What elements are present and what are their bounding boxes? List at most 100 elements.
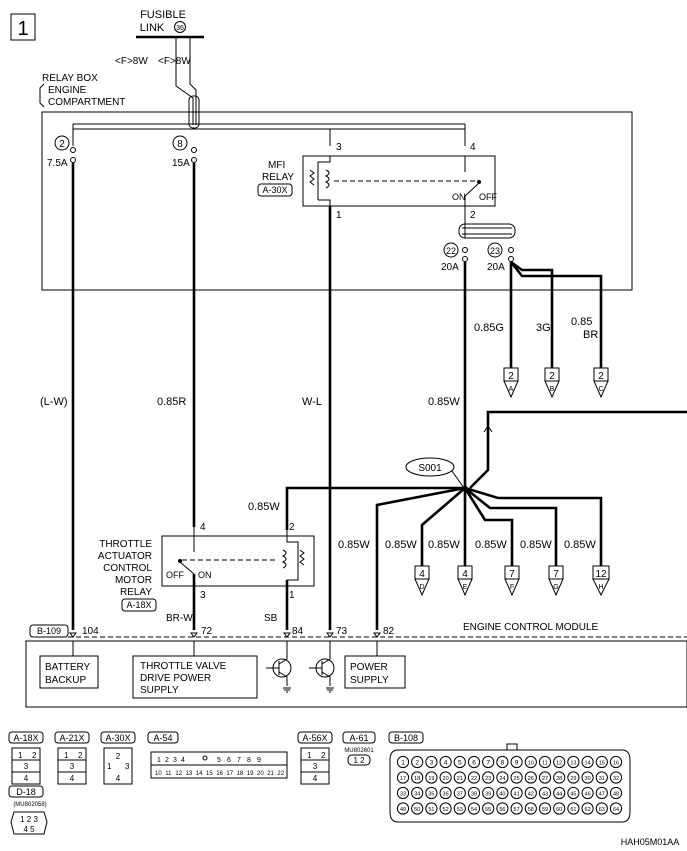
throttle-pin-4: 4 xyxy=(200,522,206,533)
wire-label-f8w-2: <F>8W xyxy=(158,56,191,67)
page-ref-f[interactable]: 7 F xyxy=(504,565,520,597)
connector-b108-pin-ring xyxy=(510,755,523,769)
connector-b108-pin-35: 35 xyxy=(428,791,434,797)
connector-a54-pin-14: 14 xyxy=(196,771,203,777)
page-ref-g-page: 7 xyxy=(553,569,559,580)
mfi-relay-connector-box xyxy=(257,183,293,197)
connector-b108-pin-6: 6 xyxy=(472,759,476,766)
connector-b108-pin-5: 5 xyxy=(458,759,462,766)
wire-085br xyxy=(509,261,603,368)
connector-a21x-pin-1: 1 xyxy=(64,751,69,760)
connector-b108-pin-59: 59 xyxy=(542,807,548,813)
connector-b108-pin-46: 46 xyxy=(585,791,591,797)
fuse-2-number: 2 xyxy=(59,139,65,150)
mfi-relay-connector: A-30X xyxy=(262,185,287,195)
fusible-link-subtitle: LINK xyxy=(140,22,165,34)
ecm-title: ENGINE CONTROL MODULE xyxy=(463,622,599,633)
mfi-pin-2: 2 xyxy=(470,210,476,221)
connector-a54-pin-5: 5 xyxy=(217,757,221,764)
connector-b108-pin-ring xyxy=(581,771,594,784)
connector-a21x-pin-3: 3 xyxy=(70,762,75,771)
page-ref-b[interactable]: 2 B xyxy=(544,367,560,399)
connector-b108-pin-ring xyxy=(581,802,594,815)
connector-b108-pin-52: 52 xyxy=(443,807,449,813)
page-ref-a[interactable]: 2 A xyxy=(503,367,519,399)
page-ref-h-letter: H xyxy=(598,584,603,591)
wire-label-085w-h: 0.85W xyxy=(564,539,596,551)
wire-label-085w-g: 0.85W xyxy=(520,539,552,551)
wire-label-085w-sb: 0.85W xyxy=(248,501,280,513)
page-ref-e[interactable]: 4 E xyxy=(457,565,473,597)
connector-a54-lock xyxy=(202,755,208,761)
page-ref-d[interactable]: 4 D xyxy=(414,565,430,597)
connector-b108-pin-21: 21 xyxy=(457,776,463,782)
connector-b108-pin-31: 31 xyxy=(599,776,605,782)
connector-a30x: A-30X 2 1 3 4 xyxy=(100,731,136,785)
throttle-switch-pivot xyxy=(178,559,182,563)
throttle-relay-label: THROTTLE xyxy=(99,539,152,550)
connector-b108-pin-29: 29 xyxy=(570,776,576,782)
page-number: 1 xyxy=(17,18,28,40)
connector-b108-pin-14: 14 xyxy=(585,760,591,766)
connector-b108-pin-57: 57 xyxy=(514,807,520,813)
connector-b108-pin-37: 37 xyxy=(457,791,463,797)
connector-b108-pin-ring xyxy=(581,755,594,769)
mfi-pin-3: 3 xyxy=(336,142,342,153)
connector-d18-row2: 4 5 xyxy=(23,825,35,834)
connector-a54-pin-4: 4 xyxy=(181,757,185,764)
page-ref-c-page: 2 xyxy=(598,371,604,382)
connector-b108-pin-ring xyxy=(524,802,537,815)
connector-b108-pin-64: 64 xyxy=(613,807,619,813)
page-ref-h[interactable]: 12 H xyxy=(592,565,610,597)
wire-085w-h xyxy=(464,486,603,566)
wire-right-branch xyxy=(469,410,687,489)
connector-b108-pin-40: 40 xyxy=(499,791,505,797)
feed-wire-2 xyxy=(189,37,197,125)
battery-backup-label: BATTERY xyxy=(45,662,91,673)
throttle-relay-label-4: MOTOR xyxy=(115,575,152,586)
page-ref-b-page: 2 xyxy=(549,371,555,382)
connector-b108-pin-34: 34 xyxy=(414,791,420,797)
connector-b108-pin-ring xyxy=(482,771,495,784)
connector-b108-pin-ring xyxy=(595,786,608,800)
connector-a54-pin-18: 18 xyxy=(237,771,244,777)
connector-b108-pin-ring xyxy=(567,802,580,815)
connector-a56x-label: A-56X xyxy=(302,733,327,743)
connector-b108-pin-41: 41 xyxy=(514,791,520,797)
connector-b108-pin-39: 39 xyxy=(485,791,491,797)
fuse-2-terminal-top xyxy=(70,147,76,153)
connector-b108-pin-50: 50 xyxy=(414,807,420,813)
wire-label-085g: 0.85G xyxy=(474,322,504,334)
connector-b108-pin-ring xyxy=(482,786,495,800)
connector-b108-pin-17: 17 xyxy=(400,776,406,782)
throttle-supply-box xyxy=(132,655,258,699)
throttle-relay-label-2: ACTUATOR xyxy=(98,551,152,562)
connector-b108-pin-54: 54 xyxy=(471,807,477,813)
page-ref-b-letter: B xyxy=(550,386,555,393)
connector-b108-pin-ring xyxy=(453,786,466,800)
connector-d18: D-18 (MU802058) 1 2 3 4 5 xyxy=(8,785,48,835)
connector-a54-pin-2: 2 xyxy=(165,757,169,764)
page-ref-c[interactable]: 2 C xyxy=(593,367,609,399)
power-supply-label: POWER xyxy=(350,662,388,673)
wire-label-f8w-1: <F>8W xyxy=(115,56,148,67)
wire-label-085br-a: 0.85 xyxy=(571,316,592,328)
connector-b108-pin-45: 45 xyxy=(570,791,576,797)
connector-b108-pin-ring xyxy=(425,786,438,800)
ecm-connector: B-109 xyxy=(37,626,61,636)
fuse-22-number: 22 xyxy=(446,246,456,256)
connector-a18x-label: A-18X xyxy=(13,733,38,743)
connector-b108-pin-ring xyxy=(439,786,452,800)
connector-a54-pin-16: 16 xyxy=(216,771,223,777)
fusible-link-number-circle xyxy=(174,21,186,33)
page-ref-g[interactable]: 7 G xyxy=(548,565,564,597)
wire-label-lw: (L-W) xyxy=(40,396,68,408)
mfi-relay-box xyxy=(302,155,496,207)
connector-b108-pin-ring xyxy=(411,771,424,784)
connector-b108-pin-61: 61 xyxy=(570,807,576,813)
connector-b108-pin-ring xyxy=(411,802,424,815)
wire-085w-g xyxy=(464,486,558,566)
ecm-connector-box xyxy=(29,624,69,638)
connector-b108-pin-ring xyxy=(524,755,537,769)
